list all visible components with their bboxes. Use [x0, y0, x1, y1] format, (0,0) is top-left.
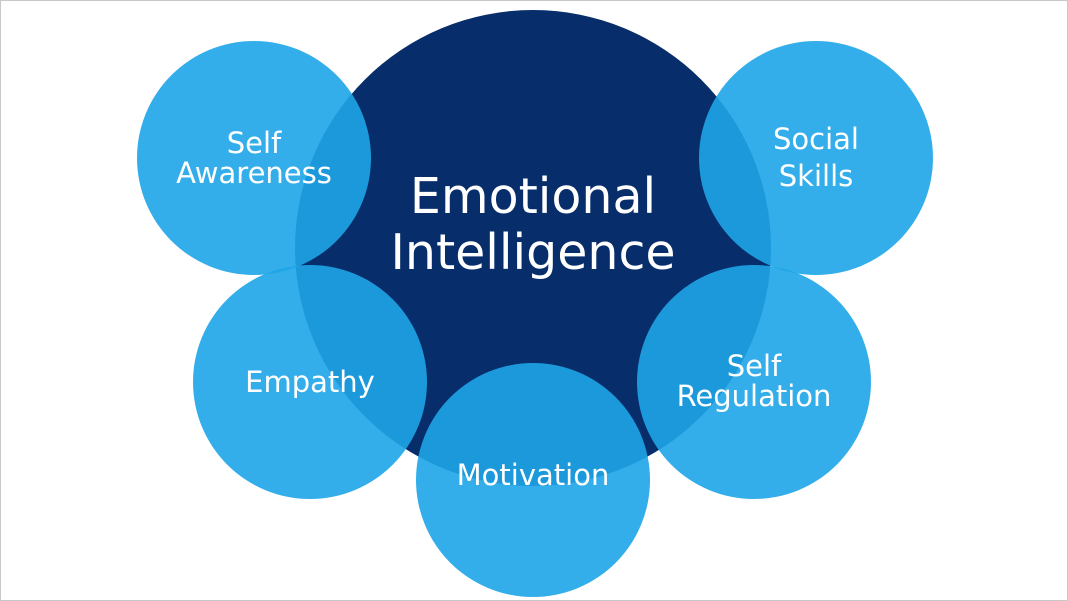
social-skills-label-line1: Social [773, 122, 859, 156]
motivation-label: Motivation [457, 458, 610, 492]
self-awareness-label-line2: Awareness [176, 156, 332, 190]
empathy-label: Empathy [245, 365, 375, 399]
motivation-circle [416, 363, 650, 597]
self-awareness-circle [137, 41, 371, 275]
center-title-line1: Emotional [410, 168, 656, 225]
social-skills-label-line2: Skills [779, 159, 853, 193]
self-regulation-label-line2: Regulation [677, 379, 832, 413]
self-regulation-circle [637, 265, 871, 499]
self-regulation-label-line1: Self [727, 349, 782, 383]
empathy-circle [193, 265, 427, 499]
center-title-line2: Intelligence [390, 224, 675, 281]
social-skills-circle [699, 41, 933, 275]
self-awareness-label-line1: Self [227, 126, 282, 160]
